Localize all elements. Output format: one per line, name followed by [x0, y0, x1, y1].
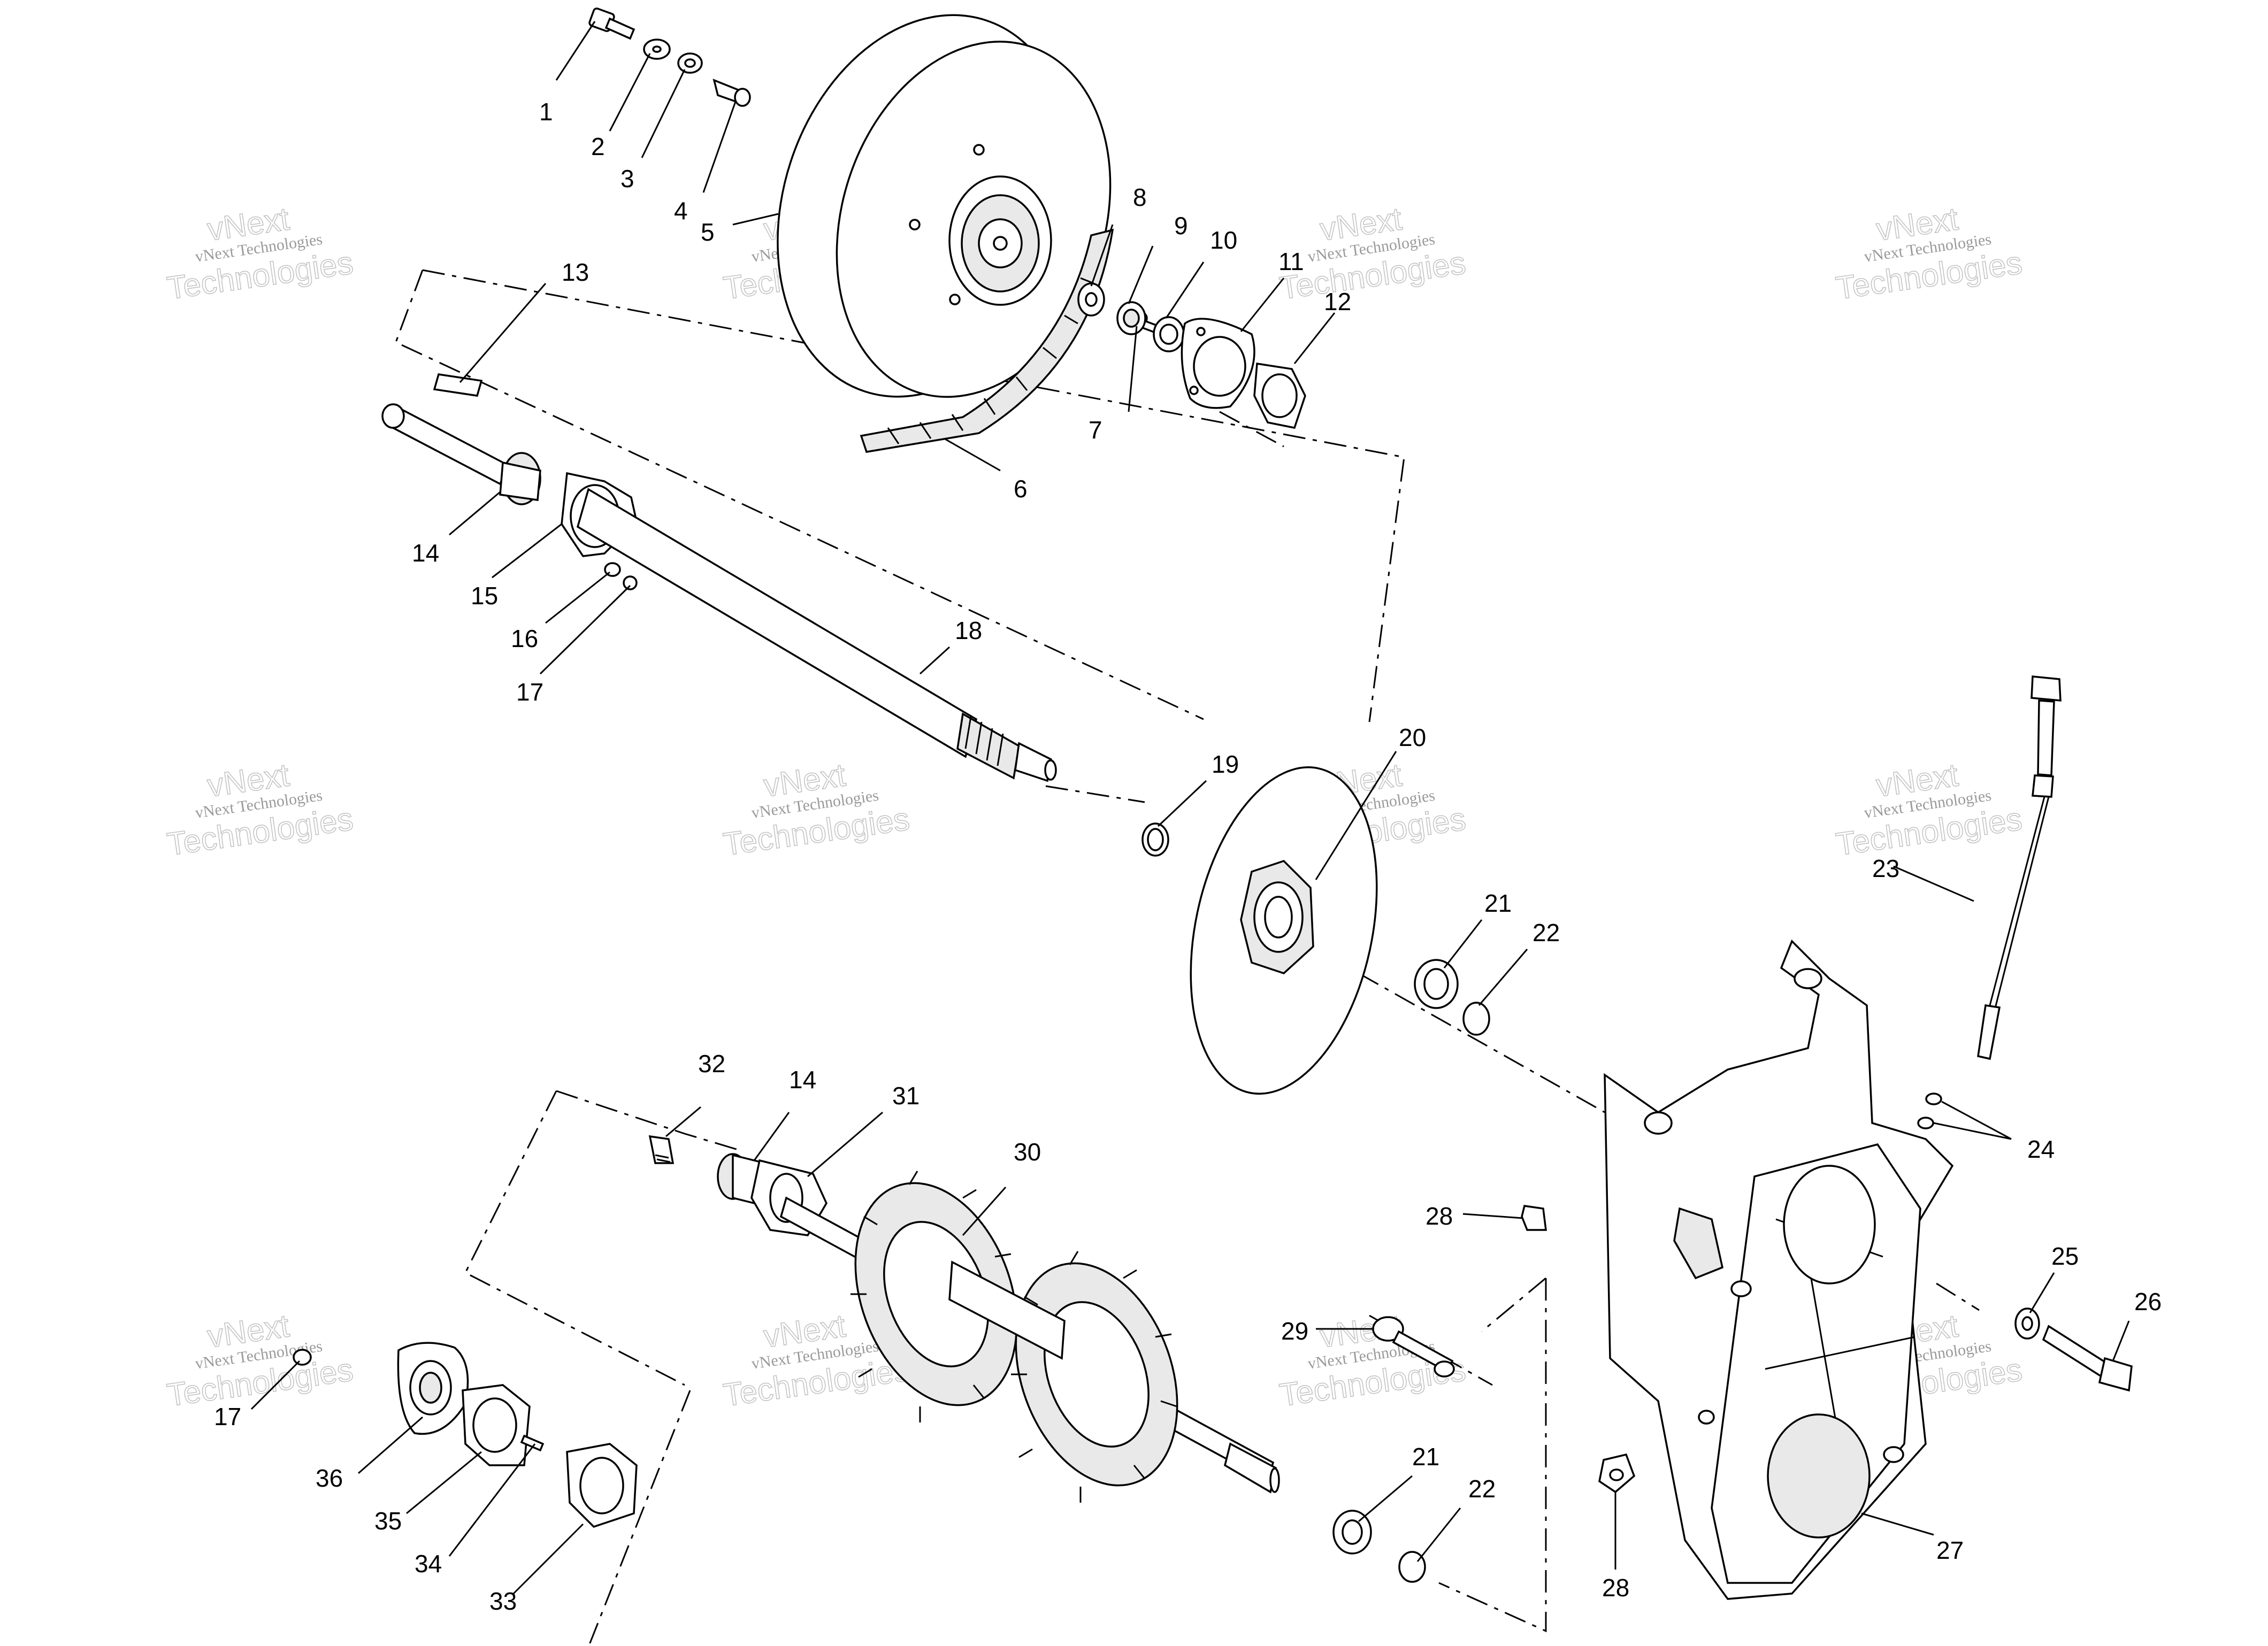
bearing-icon — [381, 403, 541, 505]
upper-assembly — [588, 7, 1306, 453]
callout-24: 24 — [2027, 1135, 2055, 1163]
spacer-icon — [712, 79, 751, 107]
watermark: vNext vNext Technologies Technologies — [164, 200, 356, 306]
callout-31: 31 — [892, 1082, 920, 1110]
sprocket-icon — [777, 14, 1112, 398]
callout-36: 36 — [316, 1464, 343, 1492]
shaft-icon — [576, 488, 1057, 782]
nut-icon — [293, 1349, 312, 1366]
watermark: vNext vNext Technologies Technologies — [164, 756, 356, 863]
seal-icon — [1414, 959, 1459, 1009]
callout-25: 25 — [2051, 1242, 2079, 1270]
callout-14: 14 — [412, 539, 439, 567]
callout-27: 27 — [1936, 1536, 1964, 1564]
seal-icon — [1332, 1510, 1372, 1555]
callout-30: 30 — [1014, 1138, 1041, 1166]
callout-labels: 1 2 3 4 5 6 7 8 9 10 11 12 13 14 15 16 1… — [214, 98, 2162, 1615]
chaincase-icon — [1604, 939, 1954, 1600]
snap-ring-icon — [1141, 822, 1169, 857]
drive-sprocket-icon — [1011, 1251, 1178, 1503]
callout-2: 2 — [591, 133, 605, 160]
drive-sprocket-icon — [851, 1171, 1018, 1422]
watermark: vNext vNext Technologies Technologies — [721, 756, 912, 863]
lower-assembly — [293, 1135, 1280, 1528]
callout-20: 20 — [1399, 724, 1426, 751]
o-ring-icon — [1917, 1117, 1934, 1129]
nut-plate-icon — [1253, 362, 1306, 429]
callout-33: 33 — [489, 1587, 517, 1615]
callout-4: 4 — [674, 197, 688, 225]
callout-22-lower: 22 — [1468, 1475, 1496, 1503]
callout-17-lower: 17 — [214, 1403, 241, 1430]
bolt-icon — [520, 1434, 545, 1452]
callout-19: 19 — [1212, 750, 1239, 778]
callout-15: 15 — [471, 582, 498, 610]
callout-28: 28 — [1426, 1202, 1453, 1230]
o-ring-icon — [1462, 1002, 1490, 1036]
nut-icon — [604, 562, 638, 590]
leader-lines — [250, 21, 2130, 1595]
callout-14-lower: 14 — [789, 1066, 816, 1094]
callout-7: 7 — [1089, 416, 1102, 444]
callout-26: 26 — [2134, 1288, 2162, 1316]
callout-9: 9 — [1174, 212, 1188, 240]
callout-28-lower: 28 — [1602, 1574, 1629, 1602]
callout-23: 23 — [1872, 855, 1899, 882]
callout-21-lower: 21 — [1412, 1443, 1439, 1471]
o-ring-icon — [1153, 316, 1185, 352]
callout-13: 13 — [562, 258, 589, 286]
callout-22: 22 — [1533, 919, 1560, 947]
callout-35: 35 — [374, 1507, 402, 1535]
callout-18: 18 — [955, 617, 982, 644]
hub-icon — [948, 1260, 1066, 1360]
callout-17: 17 — [516, 678, 543, 706]
label-tag-icon — [433, 373, 483, 397]
callout-21: 21 — [1484, 889, 1512, 917]
gasket-icon — [462, 1384, 531, 1466]
bearing-flange-icon — [1181, 318, 1255, 409]
callout-29: 29 — [1281, 1317, 1308, 1345]
o-ring-icon — [1925, 1093, 1942, 1105]
washer-icon — [2014, 1307, 2040, 1340]
callout-32: 32 — [698, 1050, 725, 1078]
callout-6: 6 — [1014, 475, 1028, 503]
callout-12: 12 — [1324, 288, 1351, 316]
nut-icon — [1598, 1453, 1636, 1494]
callout-3: 3 — [620, 165, 634, 193]
nut-icon — [1521, 1205, 1547, 1231]
bearing-flange-icon — [397, 1342, 469, 1435]
callout-34: 34 — [415, 1550, 442, 1578]
shaft-assembly — [381, 373, 1378, 1095]
callout-1: 1 — [539, 98, 553, 126]
washer-icon — [1116, 301, 1146, 335]
washer-icon — [677, 52, 703, 74]
callout-16: 16 — [511, 625, 538, 652]
callout-5: 5 — [701, 218, 715, 246]
watermark: vNext vNext Technologies Technologies — [164, 1307, 356, 1413]
flange-plate-icon — [566, 1443, 638, 1528]
callout-10: 10 — [1210, 226, 1237, 254]
callout-11: 11 — [1278, 248, 1304, 275]
callout-8: 8 — [1133, 183, 1147, 211]
bolt-icon — [588, 7, 635, 40]
dipstick-icon — [1977, 675, 2062, 1060]
grease-fitting-icon — [648, 1135, 675, 1164]
guide-lines — [395, 269, 1980, 1646]
bolt-icon — [2042, 1325, 2133, 1392]
washer-icon — [1077, 282, 1105, 317]
watermark: vNext vNext Technologies Technologies — [1833, 756, 2025, 863]
chaincase-assembly — [1332, 675, 2133, 1600]
brake-disc-icon — [1190, 766, 1378, 1095]
bolt-icon — [1372, 1316, 1455, 1378]
watermark: vNext vNext Technologies Technologies — [1833, 200, 2025, 306]
